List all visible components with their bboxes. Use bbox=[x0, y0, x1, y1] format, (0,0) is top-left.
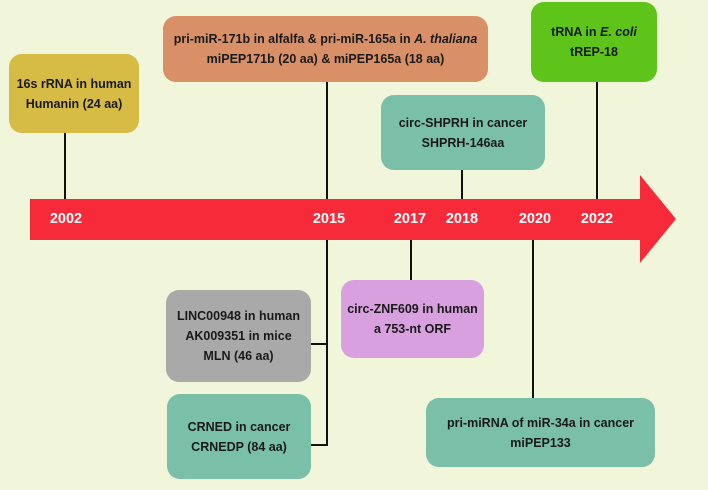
connector-2015-linc-branch bbox=[311, 343, 328, 345]
box-2015-mipep-species: A. thaliana bbox=[414, 32, 478, 46]
box-2022-species: E. coli bbox=[600, 25, 637, 39]
box-2020-line2: miPEP133 bbox=[510, 435, 571, 450]
box-2022-line1-text: tRNA in bbox=[551, 25, 600, 39]
box-2015-linc-line3: MLN (46 aa) bbox=[203, 349, 274, 363]
box-2018-shprh: circ-SHPRH in cancer SHPRH-146aa bbox=[381, 95, 545, 170]
year-label-2002: 2002 bbox=[49, 211, 83, 227]
box-2015-linc-line1: LINC00948 in human bbox=[177, 309, 300, 323]
box-2002-line2: Humanin (24 aa) bbox=[25, 96, 123, 111]
box-2015-linc-line2: AK009351 in mice bbox=[185, 329, 292, 343]
box-2015-mipep: pri-miR-171b in alfalfa & pri-miR-165a i… bbox=[163, 16, 488, 82]
box-2015-crned-line2: CRNEDP (84 aa) bbox=[191, 439, 287, 454]
box-2015-linc: LINC00948 in human AK009351 in mice MLN … bbox=[166, 290, 311, 382]
connector-2022 bbox=[596, 82, 598, 199]
box-2015-mipep-line1: pri-miR-171b in alfalfa & pri-miR-165a i… bbox=[174, 29, 478, 49]
box-2002-humanin: 16s rRNA in human Humanin (24 aa) bbox=[9, 54, 139, 133]
box-2018-line1: circ-SHPRH in cancer bbox=[398, 115, 528, 130]
year-label-2017: 2017 bbox=[393, 211, 427, 227]
box-2015-crned: CRNED in cancer CRNEDP (84 aa) bbox=[167, 394, 311, 479]
connector-2015-crned-branch bbox=[311, 444, 328, 446]
box-2020-mipep133: pri-miRNA of miR-34a in cancer miPEP133 bbox=[426, 398, 655, 467]
timeline-arrow-shape bbox=[30, 175, 676, 263]
box-2020-line1: pri-miRNA of miR-34a in cancer bbox=[446, 415, 635, 430]
box-2015-mipep-line2: miPEP171b (20 aa) & miPEP165a (18 aa) bbox=[206, 52, 445, 66]
box-2018-line2: SHPRH-146aa bbox=[421, 135, 505, 150]
box-2015-crned-line1: CRNED in cancer bbox=[187, 419, 291, 434]
year-label-2015: 2015 bbox=[312, 211, 346, 227]
box-2015-mipep-line1-text: pri-miR-171b in alfalfa & pri-miR-165a i… bbox=[173, 32, 415, 46]
connector-2018 bbox=[461, 170, 463, 199]
connector-2017 bbox=[410, 240, 412, 280]
year-label-2020: 2020 bbox=[518, 211, 552, 227]
connector-2020 bbox=[532, 240, 534, 398]
box-2002-line1: 16s rRNA in human bbox=[16, 76, 132, 91]
box-2017-line1: circ-ZNF609 in human bbox=[347, 302, 478, 316]
connector-2015-top bbox=[326, 81, 328, 199]
box-2022-line2: tREP-18 bbox=[570, 45, 618, 59]
year-label-2018: 2018 bbox=[445, 211, 479, 227]
year-label-2022: 2022 bbox=[580, 211, 614, 227]
box-2022-line1: tRNA in E. coli bbox=[551, 22, 637, 42]
box-2017-line2: a 753-nt ORF bbox=[373, 322, 452, 336]
connector-2002 bbox=[64, 133, 66, 199]
box-2017-znf609: circ-ZNF609 in human a 753-nt ORF bbox=[341, 280, 484, 358]
box-2022-trep: tRNA in E. coli tREP-18 bbox=[531, 2, 657, 82]
